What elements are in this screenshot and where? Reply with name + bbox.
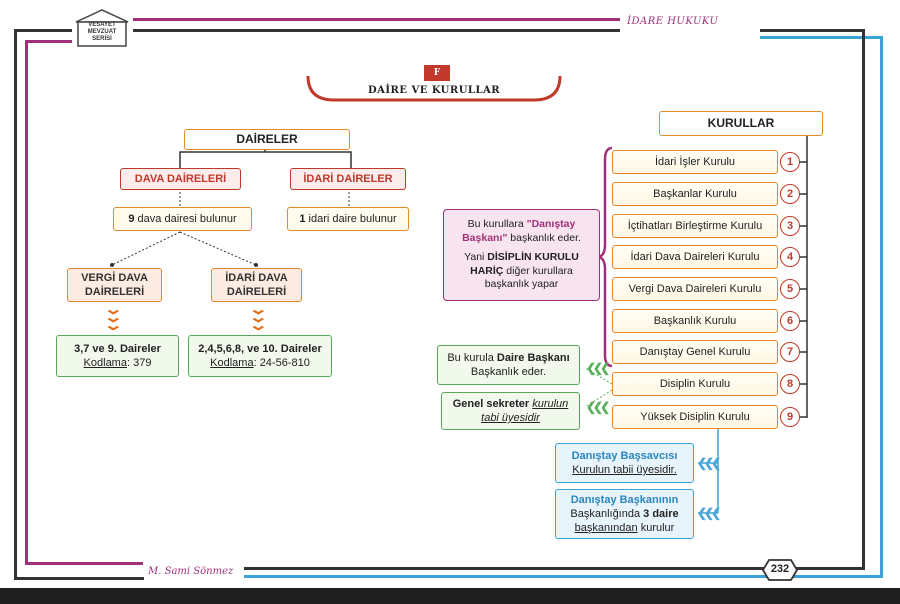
kurul-item-9: Yüksek Disiplin Kurulu bbox=[612, 405, 778, 429]
blue-arrows-icon: ❮❮❮ bbox=[697, 456, 721, 470]
kurul-number-7: 7 bbox=[780, 342, 800, 362]
blue-arrows-icon-2: ❮❮❮ bbox=[697, 506, 721, 520]
book-page: VESAYET MEVZUAT SERİSİ İDARE HUKUKU F DA… bbox=[0, 0, 900, 588]
section-letter: F bbox=[433, 68, 441, 78]
frame-left-magenta bbox=[25, 40, 28, 564]
kurul-number-5: 5 bbox=[780, 279, 800, 299]
frame-top-dark-right bbox=[760, 29, 864, 32]
kurul-item-3: İçtihatları Birleştirme Kurulu bbox=[612, 214, 778, 238]
frame-top-dark bbox=[133, 29, 620, 32]
kurul-item-6: Başkanlık Kurulu bbox=[612, 309, 778, 333]
idari-count-box: 1 idari daire bulunur bbox=[287, 207, 409, 231]
daireler-connectors bbox=[110, 140, 352, 267]
frame-left-magenta-top bbox=[25, 40, 72, 43]
kurul-item-8: Disiplin Kurulu bbox=[612, 372, 778, 396]
kurul-number-8: 8 bbox=[780, 374, 800, 394]
frame-top-dark-left bbox=[14, 29, 72, 32]
section-letter-badge: F bbox=[424, 65, 450, 81]
kurul-number-3: 3 bbox=[780, 216, 800, 236]
kurul-number-1: 1 bbox=[780, 152, 800, 172]
frame-right-dark bbox=[862, 29, 865, 569]
idari-dava-box: İDARİ DAVA DAİRELERİ bbox=[211, 268, 302, 302]
frame-bottom-dark bbox=[14, 577, 144, 580]
idari-daireler-list-box: 2,4,5,6,8, ve 10. Daireler Kodlama: 24-5… bbox=[188, 335, 332, 377]
logo-line-1: VESAYET bbox=[88, 22, 116, 28]
kurul-item-7: Danıştay Genel Kurulu bbox=[612, 340, 778, 364]
vergi-daireler-box: 3,7 ve 9. Daireler Kodlama: 379 bbox=[56, 335, 179, 377]
frame-bottom-right-dark bbox=[244, 567, 764, 570]
frame-bottom-right-dark2 bbox=[796, 567, 865, 570]
kurul-number-6: 6 bbox=[780, 311, 800, 331]
logo-line-3: SERİSİ bbox=[92, 36, 112, 42]
kurul-item-1: İdari İşler Kurulu bbox=[612, 150, 778, 174]
dava-count-box: 9 dava dairesi bulunur bbox=[113, 207, 252, 231]
hexagon-icon bbox=[761, 559, 799, 581]
yuksek-note-2: Danıştay Başkanının Başkanlığında 3 dair… bbox=[555, 489, 694, 539]
disiplin-note-1: Bu kurula Daire Başkanı Başkanlık eder. bbox=[437, 345, 580, 385]
series-logo: VESAYET MEVZUAT SERİSİ bbox=[72, 8, 132, 48]
disiplin-note-2: Genel sekreter kurulun tabi üyesidir bbox=[441, 392, 580, 430]
page-number-badge: 232 bbox=[761, 558, 799, 582]
kurul-number-2: 2 bbox=[780, 184, 800, 204]
dava-daireleri-box: DAVA DAİRELERİ bbox=[120, 168, 241, 190]
frame-right-blue bbox=[880, 36, 883, 578]
frame-left-dark bbox=[14, 29, 17, 579]
idari-daireler-box: İDARİ DAİRELER bbox=[290, 168, 406, 190]
baskan-note-box: Bu kurullara "Danıştay Başkanı" başkanlı… bbox=[443, 209, 600, 301]
kurul-number-9: 9 bbox=[780, 407, 800, 427]
kurul-number-4: 4 bbox=[780, 247, 800, 267]
kurullar-title: KURULLAR bbox=[659, 111, 823, 136]
banner-shape-icon bbox=[306, 75, 562, 102]
building-icon bbox=[75, 9, 129, 47]
kurul-item-2: Başkanlar Kurulu bbox=[612, 182, 778, 206]
frame-top-blue bbox=[760, 36, 882, 39]
frame-bottom-right-blue bbox=[244, 575, 883, 578]
kurul-item-4: İdari Dava Daireleri Kurulu bbox=[612, 245, 778, 269]
green-arrows-icon-2: ❮❮❮ bbox=[586, 400, 610, 414]
subject-title: İDARE HUKUKU bbox=[627, 16, 719, 27]
logo-line-2: MEVZUAT bbox=[87, 29, 117, 35]
page-number: 232 bbox=[770, 563, 790, 575]
vergi-dava-box: VERGİ DAVA DAİRELERİ bbox=[67, 268, 162, 302]
author-name: M. Sami Sönmez bbox=[148, 566, 234, 577]
yuksek-note-1: Danıştay Başsavcısı Kurulun tabii üyesid… bbox=[555, 443, 694, 483]
kurul-item-5: Vergi Dava Daireleri Kurulu bbox=[612, 277, 778, 301]
green-arrows-icon: ❮❮❮ bbox=[586, 361, 610, 375]
section-banner bbox=[304, 70, 564, 106]
daireler-title: DAİRELER bbox=[184, 129, 350, 150]
frame-bottom-magenta bbox=[25, 562, 143, 565]
frame-top-magenta bbox=[133, 18, 620, 21]
section-title: DAİRE VE KURULLAR bbox=[367, 85, 501, 96]
